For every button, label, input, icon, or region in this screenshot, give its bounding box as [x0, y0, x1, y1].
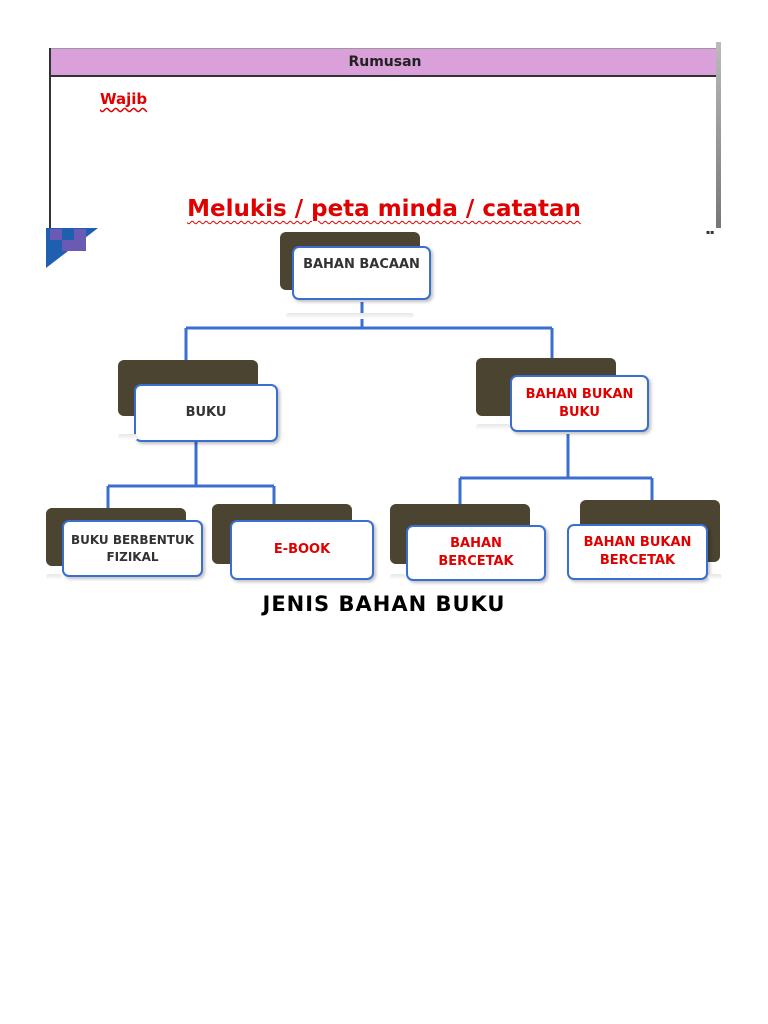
node-bahan-bukan-bercetak: BAHAN BUKAN BERCETAK — [567, 524, 708, 580]
rumusan-header: Rumusan — [51, 48, 719, 77]
instruction-title: Melukis / peta minda / catatan — [0, 196, 768, 222]
node-bahan-bercetak: BAHAN BERCETAK — [406, 525, 546, 581]
corner-mark: ▪▪ — [706, 229, 715, 236]
root-reflection — [286, 313, 414, 319]
instruction-text: Melukis / peta minda / catatan — [187, 196, 581, 222]
bukan-bercetak-reflection — [708, 574, 722, 580]
fizikal-reflection — [46, 574, 62, 580]
bercetak-reflection — [390, 574, 406, 580]
node-bahan-bacaan: BAHAN BACAAN — [292, 246, 431, 300]
node-buku: BUKU — [134, 384, 278, 442]
page-edge-bar — [716, 42, 721, 228]
diagram-caption: JENIS BAHAN BUKU — [262, 592, 506, 616]
buku-reflection — [118, 434, 138, 440]
node-e-book: E-BOOK — [230, 520, 374, 580]
bukan-buku-reflection — [476, 424, 510, 430]
wajib-label: Wajib — [100, 90, 148, 108]
rumusan-table: Rumusan — [49, 48, 721, 228]
node-buku-berbentuk-fizikal: BUKU BERBENTUK FIZIKAL — [62, 520, 203, 577]
node-bahan-bukan-buku: BAHAN BUKAN BUKU — [510, 375, 649, 432]
